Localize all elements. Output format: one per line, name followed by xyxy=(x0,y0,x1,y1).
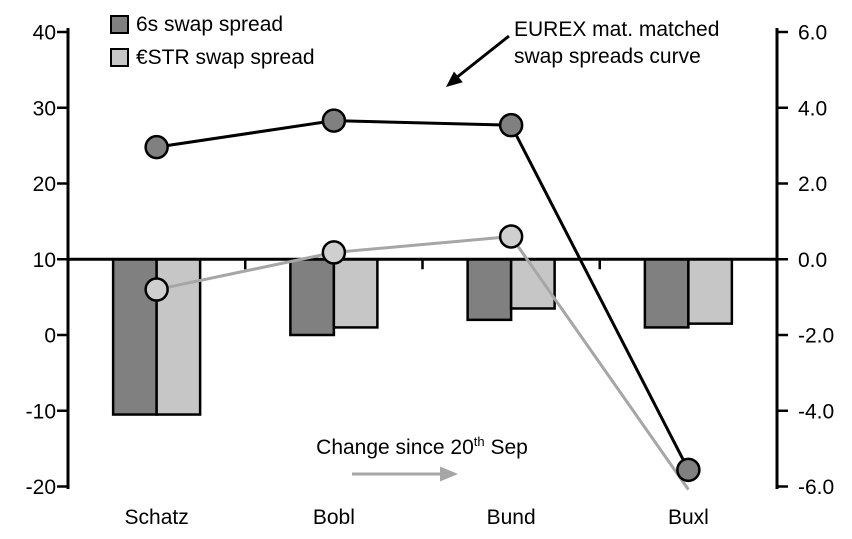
marker-6s-schatz xyxy=(144,134,169,160)
left-axis-label: 20 xyxy=(33,173,56,196)
axis-labels-layer: 40 30 20 10 0 -10 -20 6.0 4.0 2.0 0.0 -2.0 -4.0 -6.0S… xyxy=(26,22,835,530)
right-axis-label: -6.0 xyxy=(798,476,834,499)
right-axis-label: -2.0 xyxy=(798,325,834,348)
left-axis-label: 10 xyxy=(33,249,56,272)
category-label-schatz: Schatz xyxy=(125,506,189,529)
marker-estr-schatz xyxy=(144,277,169,302)
bars-layer xyxy=(111,258,734,416)
markers-layer xyxy=(144,108,701,483)
left-axis-label: 0 xyxy=(44,325,56,348)
right-axis-label: 2.0 xyxy=(798,173,827,196)
right-axis-label: 6.0 xyxy=(798,22,827,45)
bar-6s-bobl xyxy=(289,258,336,337)
category-label-buxl: Buxl xyxy=(668,506,709,529)
marker-6s-buxl xyxy=(676,457,701,483)
marker-estr-bobl xyxy=(321,240,347,265)
bar-6s-buxl xyxy=(643,258,690,329)
bar-estr-bobl xyxy=(332,258,379,329)
category-label-bobl: Bobl xyxy=(313,506,355,529)
left-axis-label: 40 xyxy=(33,22,56,45)
bar-6s-bund xyxy=(466,258,513,322)
left-axis-label: -20 xyxy=(26,476,56,499)
bar-estr-buxl xyxy=(687,258,734,325)
marker-6s-bund xyxy=(498,112,524,138)
change-since-arrow xyxy=(352,466,458,482)
eurex-annotation-arrow xyxy=(446,34,510,87)
right-axis-label: -4.0 xyxy=(798,400,834,423)
marker-estr-bund xyxy=(498,224,524,249)
right-axis-label: 0.0 xyxy=(798,249,827,272)
axes-layer xyxy=(57,28,788,489)
lines-layer xyxy=(156,119,690,491)
line-estr-curve xyxy=(156,234,690,491)
right-axis-label: 4.0 xyxy=(798,97,827,120)
left-axis-label: 30 xyxy=(33,97,56,120)
left-axis-label: -10 xyxy=(26,400,56,423)
line-6s-curve xyxy=(156,119,690,471)
category-label-bund: Bund xyxy=(487,506,536,529)
marker-6s-bobl xyxy=(321,108,347,133)
